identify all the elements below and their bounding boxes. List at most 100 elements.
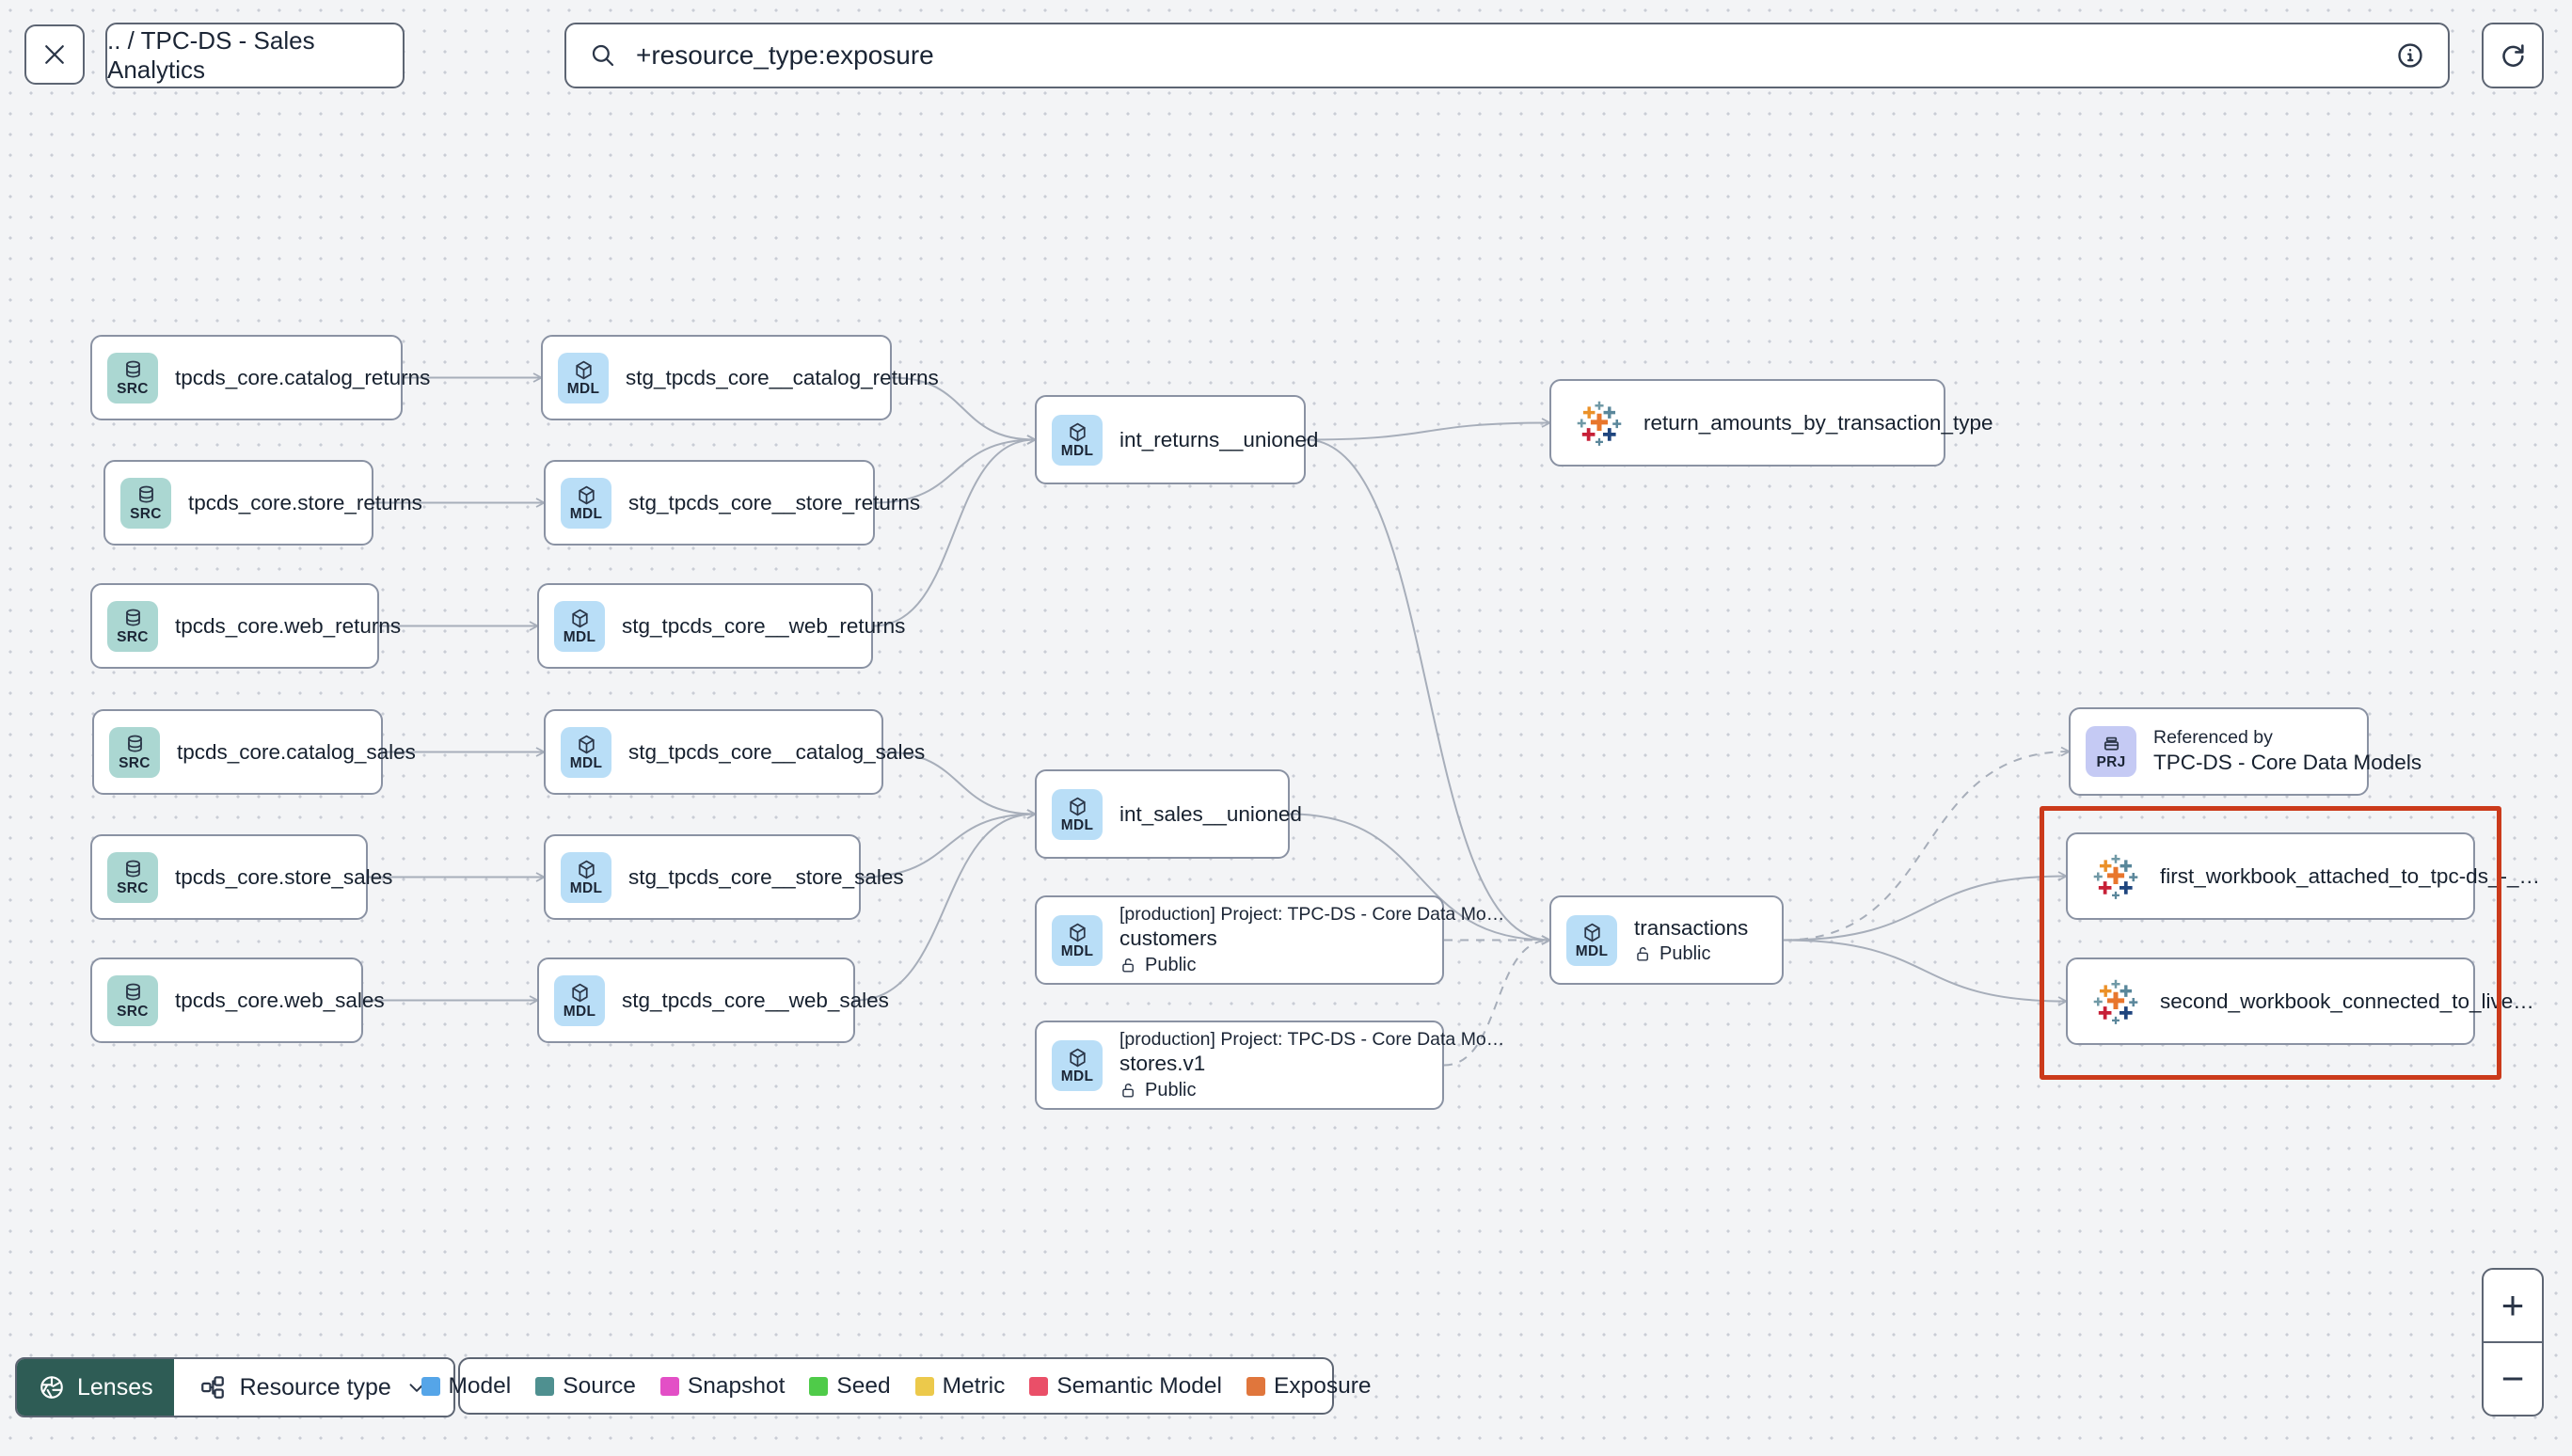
project-icon: PRJ <box>2086 726 2136 777</box>
unlock-icon <box>1119 957 1137 974</box>
node-label: tpcds_core.web_returns <box>175 613 402 638</box>
refresh-button[interactable] <box>2482 23 2544 88</box>
database-icon: SRC <box>120 477 171 529</box>
node-src_web_returns[interactable]: SRC tpcds_core.web_returns <box>90 583 402 669</box>
legend-swatch <box>421 1376 440 1396</box>
edge-int_returns-to-transactions <box>1305 438 1552 945</box>
resource-badge: MDL <box>569 879 603 896</box>
node-label: int_returns__unioned <box>1119 427 1319 451</box>
node-label: transactions <box>1634 915 1749 940</box>
breadcrumb[interactable]: .. / TPC-DS - Sales Analytics <box>105 23 405 88</box>
legend-label: Source <box>563 1372 636 1399</box>
legend-label: Exposure <box>1274 1372 1372 1399</box>
resource-badge: SRC <box>119 754 151 771</box>
node-src_catalog_returns[interactable]: SRC tpcds_core.catalog_returns <box>90 335 431 420</box>
legend-swatch <box>535 1376 555 1396</box>
resource-badge: SRC <box>117 1003 149 1020</box>
selection-highlight-box <box>2040 806 2501 1080</box>
search-bar[interactable] <box>564 23 2450 88</box>
cube-icon: MDL <box>1052 1039 1103 1091</box>
legend-item-metric: Metric <box>914 1372 1006 1400</box>
node-label: return_amounts_by_transaction_type <box>1643 410 1993 435</box>
database-icon: SRC <box>107 600 158 652</box>
edge-stores-to-transactions <box>1443 935 1552 1067</box>
edge-stg_web_sales-to-int_sales <box>854 809 1038 1002</box>
node-label: stg_tpcds_core__catalog_returns <box>626 365 939 389</box>
search-input[interactable] <box>634 40 2378 71</box>
legend-label: Seed <box>836 1372 891 1399</box>
node-label: tpcds_core.catalog_returns <box>175 365 431 389</box>
cube-icon: MDL <box>554 600 605 652</box>
node-stg_store_sales[interactable]: MDL stg_tpcds_core__store_sales <box>544 834 904 920</box>
node-stores[interactable]: MDL[production] Project: TPC-DS - Core D… <box>1035 1021 1504 1110</box>
edge-int_sales-to-transactions <box>1289 813 1552 945</box>
cube-icon: MDL <box>561 477 611 529</box>
resource-type-dropdown[interactable]: Resource type <box>173 1359 453 1416</box>
edge-stg_store_sales-to-int_sales <box>860 809 1038 878</box>
legend-item-snapshot: Snapshot <box>659 1373 785 1400</box>
legend-swatch <box>659 1376 679 1396</box>
resource-badge: MDL <box>1060 942 1094 959</box>
edge-transactions-to-first_workbook <box>1783 871 2069 942</box>
legend-item-exposure: Exposure <box>1246 1373 1372 1400</box>
refresh-icon <box>2502 44 2524 67</box>
database-icon: SRC <box>109 726 160 778</box>
resource-type-icon <box>200 1376 224 1399</box>
cube-icon: MDL <box>561 726 611 778</box>
zoom-out-button[interactable]: − <box>2501 1356 2525 1401</box>
legend-label: Metric <box>942 1372 1006 1399</box>
node-meta: Referenced by <box>2153 727 2273 749</box>
node-second_workbook[interactable]: second_workbook_connected_to_live… <box>2066 957 2534 1045</box>
node-customers[interactable]: MDL[production] Project: TPC-DS - Core D… <box>1035 895 1504 985</box>
zoom-in-button[interactable]: + <box>2484 1270 2542 1343</box>
chevron-down-icon <box>409 1384 424 1392</box>
legend-item-source: Source <box>535 1373 636 1400</box>
node-stg_web_returns[interactable]: MDL stg_tpcds_core__web_returns <box>537 583 906 669</box>
legend-item-model: Model <box>421 1373 511 1400</box>
node-label: stg_tpcds_core__web_returns <box>622 613 906 638</box>
close-button[interactable] <box>24 24 85 85</box>
unlock-icon <box>1119 1082 1137 1100</box>
tableau-icon <box>2092 853 2139 900</box>
node-label: stg_tpcds_core__store_sales <box>628 864 904 889</box>
cube-icon: MDL <box>1566 914 1617 966</box>
lenses-button[interactable]: Lenses <box>17 1359 174 1416</box>
resource-badge: MDL <box>563 1003 596 1020</box>
node-int_returns[interactable]: MDL int_returns__unioned <box>1035 395 1319 484</box>
edge-transactions-to-referenced_by <box>1783 746 2072 942</box>
resource-badge: MDL <box>569 754 603 771</box>
node-label: TPC-DS - Core Data Models <box>2153 751 2422 775</box>
info-icon[interactable] <box>2395 40 2425 71</box>
resource-badge: SRC <box>117 879 149 896</box>
tableau-icon <box>1576 400 1623 447</box>
unlock-icon <box>1634 945 1652 963</box>
node-label: int_sales__unioned <box>1119 801 1302 826</box>
edge-stg_catalog_sales-to-int_sales <box>882 751 1038 819</box>
resource-badge: MDL <box>1060 442 1094 459</box>
resource-badge: SRC <box>117 628 149 645</box>
node-first_workbook[interactable]: first_workbook_attached_to_tpc-ds_-_… <box>2066 832 2540 920</box>
resource-badge: SRC <box>117 380 149 397</box>
search-icon <box>592 44 614 67</box>
database-icon: SRC <box>107 974 158 1026</box>
node-label: stores.v1 <box>1119 1052 1206 1076</box>
node-return_amounts[interactable]: return_amounts_by_transaction_type <box>1549 379 1993 467</box>
tableau-icon <box>2092 978 2139 1025</box>
resource-badge: MDL <box>1575 942 1609 959</box>
edge-transactions-to-second_workbook <box>1783 939 2069 1006</box>
database-icon: SRC <box>107 352 158 404</box>
resource-badge: SRC <box>130 505 162 522</box>
lenses-label: Lenses <box>77 1373 153 1401</box>
close-icon <box>45 45 64 64</box>
